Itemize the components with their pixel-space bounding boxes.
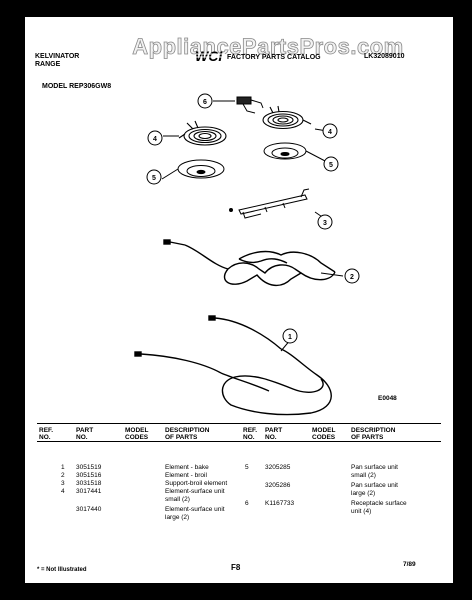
parts-catalog-page: AppliancePartsPros.com KELVINATOR RANGE … xyxy=(25,17,453,583)
svg-text:4: 4 xyxy=(153,136,157,143)
watermark-text: AppliancePartsPros.com xyxy=(132,34,404,60)
product-type: RANGE xyxy=(35,61,61,68)
receptacle-part-illustration xyxy=(236,96,264,114)
header-ref-left: REF.NO. xyxy=(39,427,54,441)
exploded-parts-diagram: 6 4 4 5 5 3 2 xyxy=(134,93,397,416)
svg-text:5: 5 xyxy=(152,175,156,182)
svg-text:3: 3 xyxy=(323,220,327,227)
catalog-number: LK32089010 xyxy=(364,53,405,60)
callout-2: 2 xyxy=(344,268,360,284)
svg-text:1: 1 xyxy=(288,334,292,341)
wci-logo-icon: WCI xyxy=(195,49,225,63)
model-number: MODEL REP306GW8 xyxy=(42,83,112,90)
svg-text:5: 5 xyxy=(329,162,333,169)
callout-1: 1 xyxy=(282,328,298,344)
callout-3: 3 xyxy=(317,214,333,230)
header-ref-right: REF.NO. xyxy=(243,427,258,441)
footnote: * = Not Illustrated xyxy=(37,567,87,573)
figure-code: E0048 xyxy=(378,395,397,402)
page-number: F8 xyxy=(231,563,241,572)
svg-text:4: 4 xyxy=(328,129,332,136)
callout-5-right: 5 xyxy=(323,156,339,172)
surface-element-left-illustration xyxy=(178,120,227,146)
svg-text:6: 6 xyxy=(203,99,207,106)
callout-4-right: 4 xyxy=(322,123,338,139)
drip-pan-left-illustration xyxy=(177,159,225,179)
catalog-title: FACTORY PARTS CATALOG xyxy=(227,54,321,61)
broil-element-support-illustration xyxy=(229,188,310,219)
svg-text:WCI: WCI xyxy=(195,49,223,63)
callout-4-left: 4 xyxy=(147,130,163,146)
table-header-rule xyxy=(37,441,441,442)
surface-element-right-illustration xyxy=(262,105,312,130)
svg-text:2: 2 xyxy=(350,274,354,281)
table-top-rule xyxy=(37,423,441,424)
bake-element-illustration xyxy=(134,315,332,416)
callout-5-left: 5 xyxy=(146,169,162,185)
callout-6: 6 xyxy=(197,93,213,109)
revision-date: 7/89 xyxy=(403,561,416,568)
drip-pan-right-illustration xyxy=(263,142,307,160)
broil-element-illustration xyxy=(163,239,336,286)
brand-name: KELVINATOR xyxy=(35,53,80,60)
